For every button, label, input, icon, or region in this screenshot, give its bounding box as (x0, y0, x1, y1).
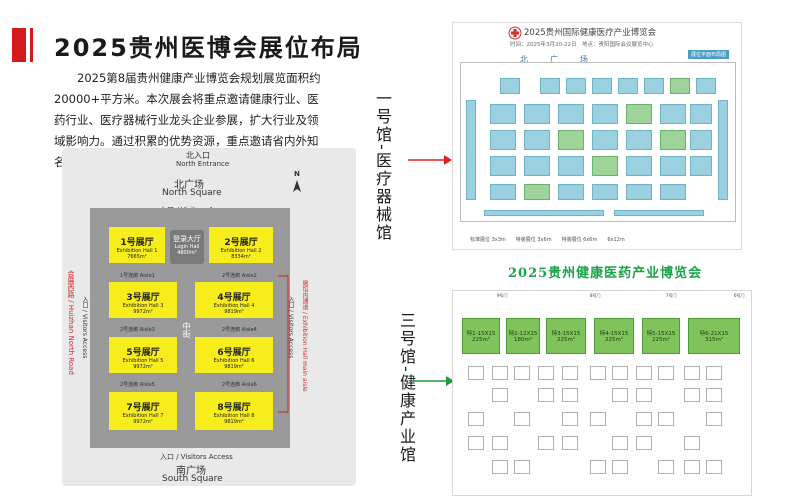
plan1-title: 2025贵州国际健康医疗产业博览会 (524, 28, 657, 38)
gate-8: 8号门 (590, 293, 601, 298)
right-aisle-label: 展馆内通道 / Exhibition Hall main aisle (301, 280, 308, 392)
north-mark: N (294, 170, 300, 178)
arrow-green-icon (412, 376, 454, 386)
north-arrow-icon (293, 180, 301, 192)
title-accent-bar (12, 28, 26, 62)
page-title: 2025贵州医博会展位布局 (54, 34, 363, 62)
aisle-6: 2号连廊 Aisle6 (222, 382, 257, 388)
right-access-label: 入口 / Visitors Access (287, 296, 294, 359)
visitor-access-bottom: 入口 / Visitors Access (160, 453, 233, 461)
plan1-subtitle: 时间：2025年3月20-22日 地点：贵阳国际会议展览中心 (510, 42, 654, 48)
hall3-label: 三号馆-健康产业馆 (397, 312, 416, 464)
title-accent-line (30, 28, 33, 62)
road-left-label: 会展西路 / Huizhan North Road (67, 270, 75, 375)
left-access-label: 入口 / Visitors Access (81, 296, 88, 359)
intro-paragraph: 2025第8届贵州健康产业博览会规划展览面积约20000+平方米。本次展会将重点… (54, 71, 321, 169)
north-entrance-en: North Entrance (176, 160, 230, 168)
arrow-red-icon (408, 155, 452, 165)
expo-logo-icon (508, 26, 522, 40)
south-square-cn: 南广场 (176, 466, 206, 477)
login-hall: 登录大厅 Login Hall 4800m² (170, 230, 204, 264)
aisle-5: 2号连廊 Aisle5 (120, 382, 155, 388)
south-square-en: South Square (162, 474, 223, 484)
plan1-legend: 标准展位 3x3m 特装展位 3x6m 特装展位 6x6m 6x12m (470, 237, 625, 243)
gate-7: 7号门 (666, 293, 677, 298)
aisle-3: 2号连廊 Aisle3 (120, 327, 155, 333)
aisle-4: 2号连廊 Aisle4 (222, 327, 257, 333)
gate-6: 6号门 (734, 293, 745, 298)
plan2-title: 2025贵州健康医药产业博览会 (508, 266, 703, 281)
plan1-north: 北 广 场 (520, 55, 590, 64)
gate-9: 9号门 (497, 293, 508, 298)
plan1-badge: 展位平面布局图 (688, 50, 730, 59)
aisle-1: 1号连廊 Aisle1 (120, 273, 155, 279)
north-entrance-cn: 北入口 (186, 151, 210, 160)
hall1-label: 一号馆-医疗器械馆 (373, 90, 392, 242)
aisle-2: 2号连廊 Aisle2 (222, 273, 257, 279)
north-square-en: North Square (162, 188, 222, 198)
main-aisle-marker (278, 275, 289, 413)
north-square-cn: 北广场 (174, 180, 204, 191)
center-aisle: 中街 (182, 322, 191, 338)
plan1-grid (460, 62, 736, 222)
